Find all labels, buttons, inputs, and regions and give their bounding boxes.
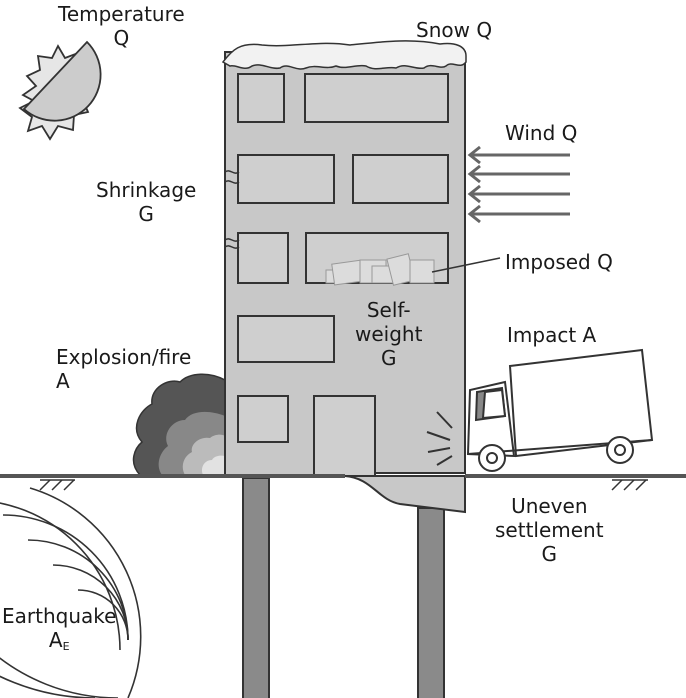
shrinkage-label: Shrinkage G: [96, 178, 196, 226]
wave-arc: [0, 675, 96, 698]
temperature-label-line1: Temperature: [58, 2, 185, 26]
shrinkage-label-line1: Shrinkage: [96, 178, 197, 202]
fire-cloud: [132, 373, 226, 476]
window: [352, 154, 449, 204]
door: [313, 395, 376, 477]
earthquake-label-line1: Earthquake: [2, 604, 117, 628]
pile-right: [417, 507, 445, 698]
pile-left: [242, 477, 270, 698]
shrinkage-marks: [224, 170, 240, 249]
windows: [237, 73, 449, 477]
self-weight-label: Self- weight G: [355, 298, 422, 370]
uneven-settlement-label-line3: G: [541, 542, 558, 566]
wave-arc: [0, 502, 121, 651]
uneven-settlement-label-line1: Uneven: [511, 494, 588, 518]
self-weight-label-line1: Self-: [366, 298, 411, 322]
explosion-label-line1: Explosion/fire: [56, 345, 192, 369]
impact-burst: [426, 411, 453, 466]
window: [237, 73, 285, 123]
window: [237, 315, 335, 363]
imposed-pointer: [431, 257, 501, 273]
truck-icon: [466, 348, 654, 472]
temperature-label: Temperature Q: [58, 2, 185, 50]
explosion-label: Explosion/fire A: [56, 345, 191, 393]
explosion-label-line2: A: [56, 369, 70, 393]
snow-cap: [221, 40, 467, 70]
imposed-label: Imposed Q: [505, 250, 613, 274]
window: [237, 395, 289, 443]
self-weight-label-line3: G: [380, 346, 397, 370]
window: [237, 232, 289, 284]
earthquake-waves: [0, 487, 142, 698]
earthquake-subscript: E: [62, 640, 70, 653]
wave-arc: [0, 657, 119, 698]
wave-arc: [29, 487, 142, 698]
window: [304, 73, 449, 123]
uneven-settlement-label: Uneven settlement G: [495, 494, 604, 566]
uneven-settlement-label-line2: settlement: [495, 518, 604, 542]
impact-label: Impact A: [507, 323, 597, 347]
wave-arc: [77, 589, 129, 641]
temperature-label-line2: Q: [113, 26, 130, 50]
wind-label: Wind Q: [505, 121, 578, 145]
shrinkage-label-line2: G: [138, 202, 154, 226]
earthquake-label: Earthquake AE: [2, 604, 116, 659]
window: [237, 154, 335, 204]
self-weight-label-line2: weight: [355, 322, 423, 346]
snow-label: Snow Q: [416, 18, 493, 42]
soil-hatch: [39, 479, 648, 491]
sun-icon: [18, 40, 102, 141]
wind-arrows: [467, 145, 570, 224]
earthquake-symbol: A: [48, 628, 63, 652]
settled-foundation: [344, 475, 466, 514]
earthquake-label-line2: AE: [2, 628, 116, 659]
